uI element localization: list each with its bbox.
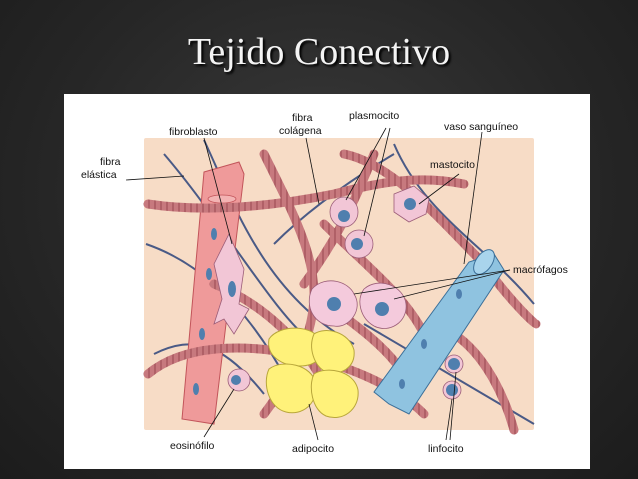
- label-fibroblasto: fibroblasto: [169, 126, 218, 138]
- label-eosinofilo: eosinófilo: [170, 440, 215, 452]
- label-adipocito: adipocito: [292, 443, 335, 455]
- mastocyte-cell: [393, 185, 430, 223]
- leader-lines: [125, 127, 511, 441]
- eosinophil-cell: [227, 368, 251, 392]
- lymphocyte-cells: [442, 354, 464, 400]
- label-mastocito: mastocito: [430, 159, 475, 171]
- slide-title: Tejido Conectivo: [187, 31, 451, 73]
- label-vaso-sanguineo: vaso sanguíneo: [444, 121, 519, 133]
- fibroblast-cell: [213, 233, 250, 335]
- label-macrofagos: macrófagos: [513, 264, 568, 276]
- label-fibra-colagena-2: colágena: [279, 125, 322, 137]
- macrophage-cells: [308, 280, 407, 329]
- adipocyte-cells: [265, 327, 359, 418]
- blood-vessel: [373, 249, 505, 415]
- tissue-illustration: [125, 127, 541, 441]
- plasmocyte-cells: [329, 196, 374, 259]
- label-fibra-elastica-2: elástica: [81, 169, 117, 181]
- label-plasmocito: plasmocito: [349, 110, 400, 122]
- label-fibra-colagena-1: fibra: [292, 112, 313, 124]
- label-linfocito: linfocito: [428, 443, 464, 455]
- label-fibra-elastica-1: fibra: [100, 156, 121, 168]
- connective-tissue-figure: fibroblasto fibra colágena plasmocito va…: [64, 94, 590, 469]
